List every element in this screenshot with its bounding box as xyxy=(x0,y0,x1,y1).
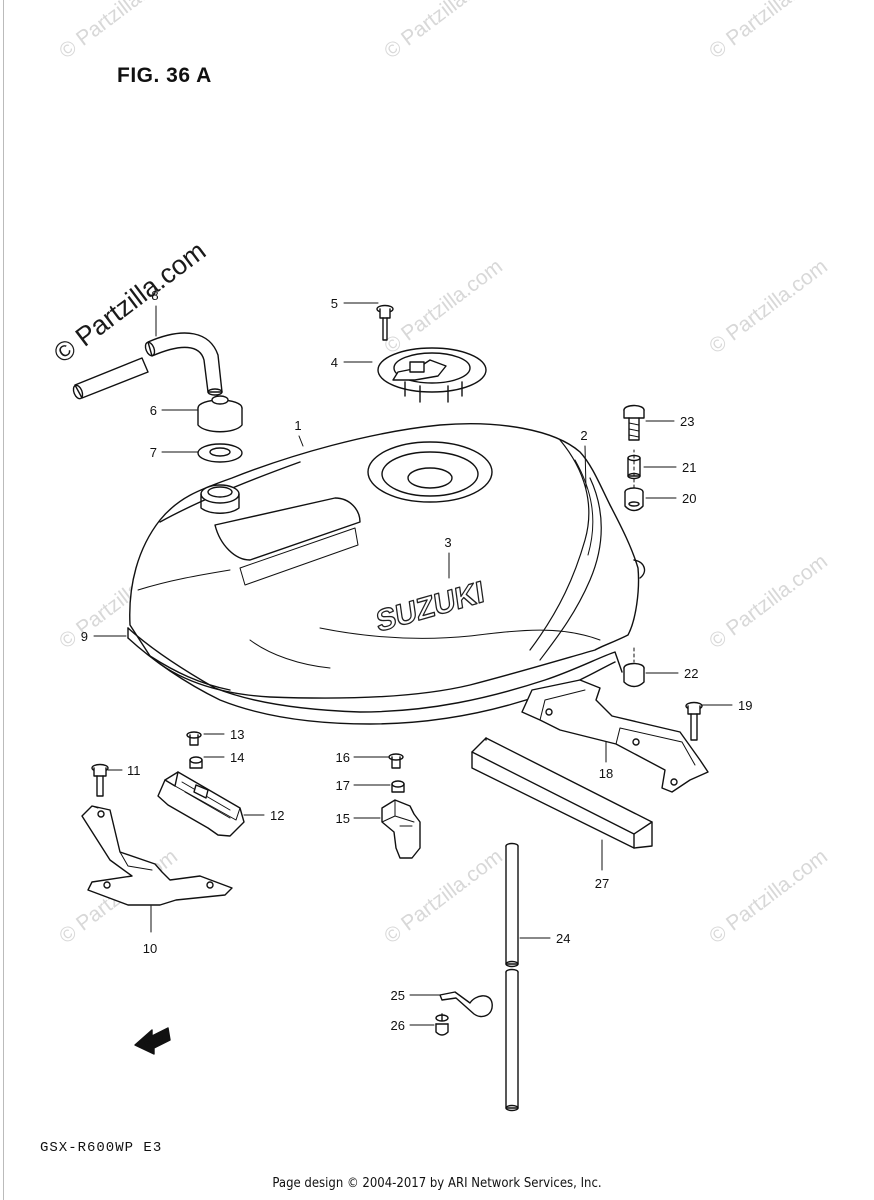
callout-18: 18 xyxy=(599,766,613,781)
fwd-arrow: FWD xyxy=(134,1027,171,1055)
callout-labels: 1234567891011121314151617181920212223242… xyxy=(81,288,753,1033)
callout-16: 16 xyxy=(336,750,350,765)
leader-lines xyxy=(93,302,733,1026)
model-code: GSX-R600WP E3 xyxy=(40,1140,163,1156)
page-margin-rule xyxy=(3,0,4,1200)
leader-line-1 xyxy=(298,435,304,447)
filler-cap-and-washer xyxy=(197,395,243,463)
callout-10: 10 xyxy=(143,941,157,956)
drain-hose xyxy=(505,842,519,1112)
callout-11: 11 xyxy=(127,763,141,778)
rear-damper-assembly xyxy=(381,753,421,859)
mounting-bolt-collar-grommets xyxy=(623,404,645,688)
callout-4: 4 xyxy=(331,355,338,370)
callout-15: 15 xyxy=(336,811,350,826)
callout-17: 17 xyxy=(336,778,350,793)
callout-25: 25 xyxy=(391,988,405,1003)
front-tank-bracket xyxy=(81,763,233,906)
callout-23: 23 xyxy=(680,414,694,429)
callout-27: 27 xyxy=(595,876,609,891)
leader-line-2 xyxy=(584,445,587,491)
callout-14: 14 xyxy=(230,750,244,765)
foam-pad xyxy=(471,737,653,849)
callout-22: 22 xyxy=(684,666,698,681)
page-footer: Page design © 2004-2017 by ARI Network S… xyxy=(272,1176,602,1191)
rear-tank-bracket xyxy=(521,679,709,793)
callout-21: 21 xyxy=(682,460,696,475)
screw-and-fuel-cap xyxy=(376,304,487,403)
callout-6: 6 xyxy=(150,403,157,418)
callout-24: 24 xyxy=(556,931,570,946)
callout-19: 19 xyxy=(738,698,752,713)
callout-26: 26 xyxy=(391,1018,405,1033)
callout-12: 12 xyxy=(270,808,284,823)
callout-8: 8 xyxy=(151,288,158,303)
callout-3: 3 xyxy=(444,535,451,550)
callout-7: 7 xyxy=(150,445,157,460)
callout-2: 2 xyxy=(580,428,587,443)
hose-clip-and-screw xyxy=(435,991,493,1036)
front-tank-damper-assembly xyxy=(157,731,245,837)
callout-9: 9 xyxy=(81,629,88,644)
fuel-tank: SUZUKI xyxy=(129,423,646,699)
callout-5: 5 xyxy=(331,296,338,311)
callout-20: 20 xyxy=(682,491,696,506)
breather-hose xyxy=(72,332,223,400)
figure-title: FIG. 36 A xyxy=(117,64,212,87)
callout-13: 13 xyxy=(230,727,244,742)
callout-1: 1 xyxy=(294,418,301,433)
